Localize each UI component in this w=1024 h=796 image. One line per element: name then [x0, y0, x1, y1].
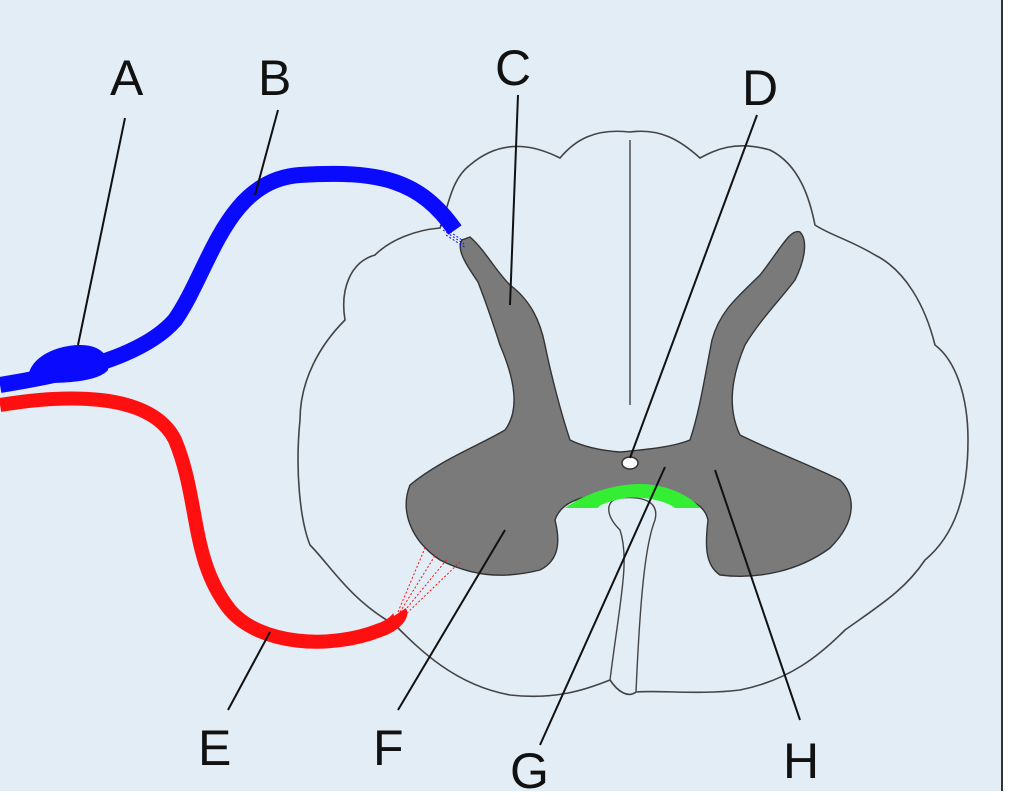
ventral-rootlets — [397, 547, 461, 617]
leader-line-a — [77, 117, 126, 346]
label-g: G — [510, 743, 549, 791]
ventral-root — [0, 391, 408, 649]
gray-matter — [405, 230, 852, 577]
label-h: H — [783, 733, 819, 789]
central-canal — [621, 456, 639, 470]
leader-lines — [77, 94, 801, 746]
label-e: E — [198, 720, 231, 776]
leader-line-d — [629, 114, 758, 459]
dorsal-root-ganglion — [28, 345, 109, 383]
label-b: B — [258, 50, 291, 106]
label-c: C — [495, 40, 531, 96]
anterior-white-commissure — [565, 484, 700, 508]
leader-line-f — [397, 529, 506, 711]
leader-line-b — [254, 109, 279, 196]
label-a: A — [110, 50, 144, 106]
leader-line-c — [509, 94, 519, 306]
label-d: D — [742, 60, 778, 116]
leader-line-g — [539, 466, 666, 746]
dorsal-rootlets — [439, 224, 467, 249]
label-f: F — [373, 720, 404, 776]
leader-line-e — [227, 631, 271, 711]
leader-line-h — [714, 469, 801, 721]
